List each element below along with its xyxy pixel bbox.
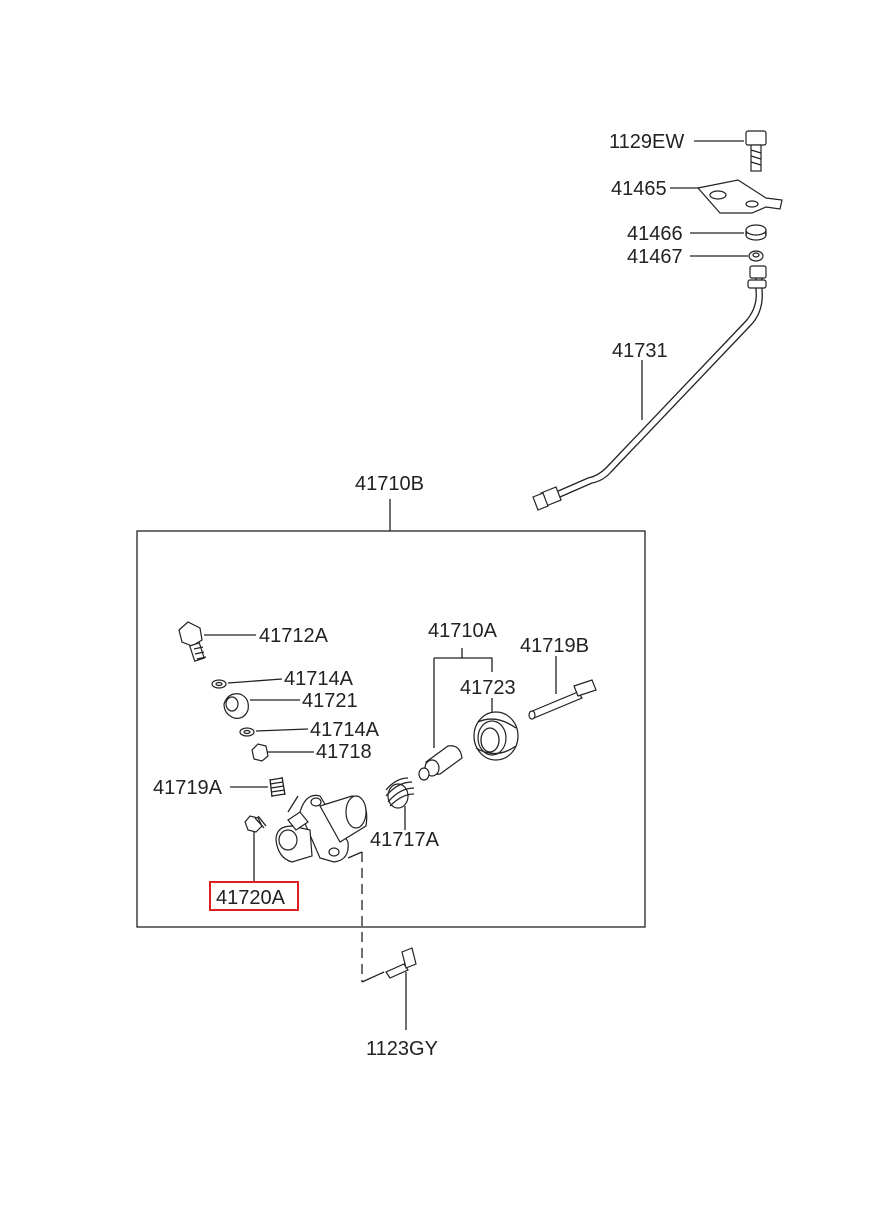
- label-41710b: 41710B: [355, 473, 424, 495]
- highlight-box-41720a: [209, 881, 299, 911]
- pushrod-41719b[interactable]: [528, 656, 597, 720]
- bolt-1123gy[interactable]: [347, 851, 417, 1030]
- bolt-41712a[interactable]: [178, 621, 256, 662]
- bracket-41465[interactable]: [670, 179, 783, 214]
- label-41731: 41731: [612, 340, 668, 362]
- bolt-1129ew[interactable]: [694, 130, 767, 172]
- washer-41714a-bottom[interactable]: [239, 727, 309, 737]
- label-41720a: 41720A: [216, 887, 286, 909]
- label-41467: 41467: [627, 246, 683, 268]
- label-1123gy: 1123GY: [366, 1038, 438, 1060]
- assembly-box-41710b: [136, 499, 646, 928]
- label-41723: 41723: [460, 677, 516, 699]
- washer-41714a-top[interactable]: [211, 678, 283, 689]
- release-cylinder-body[interactable]: [275, 794, 368, 863]
- label-41719a: 41719A: [153, 777, 223, 799]
- tube-41731[interactable]: [532, 265, 767, 511]
- label-41712a: 41712A: [259, 625, 329, 647]
- nut-41467[interactable]: [690, 250, 764, 262]
- label-41714a-top: 41714A: [284, 668, 354, 690]
- label-41721: 41721: [302, 690, 358, 712]
- cap-41721[interactable]: [223, 693, 300, 719]
- label-1129ew: 1129EW: [609, 131, 684, 153]
- label-41710a: 41710A: [428, 620, 498, 642]
- label-41717a: 41717A: [370, 829, 440, 851]
- label-41718: 41718: [316, 741, 372, 763]
- label-41719b: 41719B: [520, 635, 589, 657]
- spring-41719a[interactable]: [230, 776, 286, 798]
- label-41466: 41466: [627, 223, 683, 245]
- bushing-41466[interactable]: [690, 224, 767, 241]
- nut-41718[interactable]: [251, 743, 314, 762]
- spring-41717a[interactable]: [385, 777, 415, 830]
- boot-41723[interactable]: [473, 698, 519, 761]
- bleeder-41720a[interactable]: [244, 815, 267, 882]
- label-41714a-bottom: 41714A: [310, 719, 380, 741]
- label-41465: 41465: [611, 178, 667, 200]
- piston-41710a[interactable]: [418, 648, 493, 781]
